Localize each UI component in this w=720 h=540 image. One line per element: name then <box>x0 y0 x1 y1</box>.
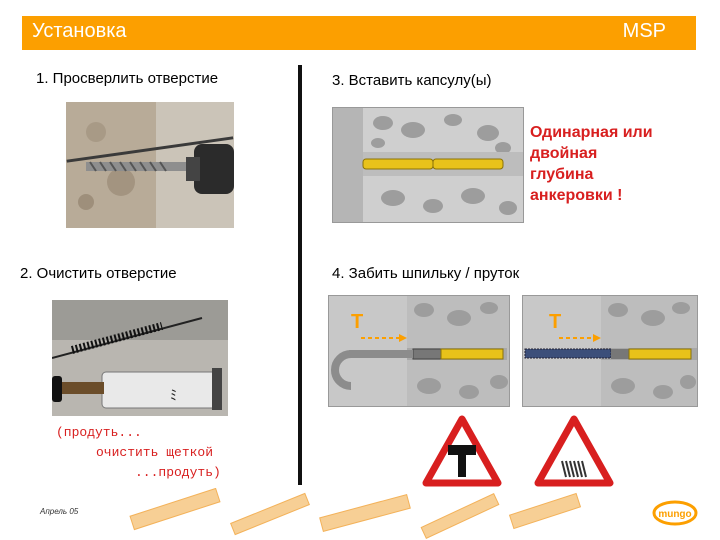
step-2-label: 2. Очистить отверстие <box>20 265 177 282</box>
threaded-rod-diagram: T <box>522 295 698 407</box>
column-divider <box>298 65 302 485</box>
twist-insertion-sign <box>534 415 614 487</box>
footer-date: Апрель 05 <box>40 507 79 516</box>
step-1-label: 1. Просверлить отверстие <box>36 70 219 87</box>
header-bar: Установка MSP <box>22 16 696 50</box>
svg-text:T: T <box>549 311 561 333</box>
caption-line-1: (продуть... <box>56 425 142 440</box>
capsule-diagram <box>332 107 524 223</box>
slide-title: Установка <box>32 20 127 42</box>
warning-line-1: Одинарная или <box>530 124 653 141</box>
warning-line-3: глубина <box>530 166 594 183</box>
drilling-photo <box>66 102 234 228</box>
caption-line-3: ...продуть) <box>135 465 221 480</box>
hammer-warning-sign <box>422 415 502 487</box>
cleaning-tools-photo: ﾐ <box>52 300 228 416</box>
step-3-label: 3. Вставить капсулу(ы) <box>332 72 492 89</box>
step-4-label: 4. Забить шпильку / пруток <box>332 265 520 282</box>
brand-label: MSP <box>622 20 666 42</box>
svg-text:T: T <box>351 311 363 333</box>
warning-line-4: анкеровки ! <box>530 187 623 204</box>
svg-text:ﾐ: ﾐ <box>170 387 177 403</box>
caption-line-2: очистить щеткой <box>96 445 214 460</box>
rod-hook-diagram: T <box>328 295 510 407</box>
logo-text: mungo <box>658 509 691 520</box>
mungo-logo: mungo <box>652 498 698 528</box>
footer-decoration <box>120 488 590 540</box>
warning-line-2: двойная <box>530 145 598 162</box>
